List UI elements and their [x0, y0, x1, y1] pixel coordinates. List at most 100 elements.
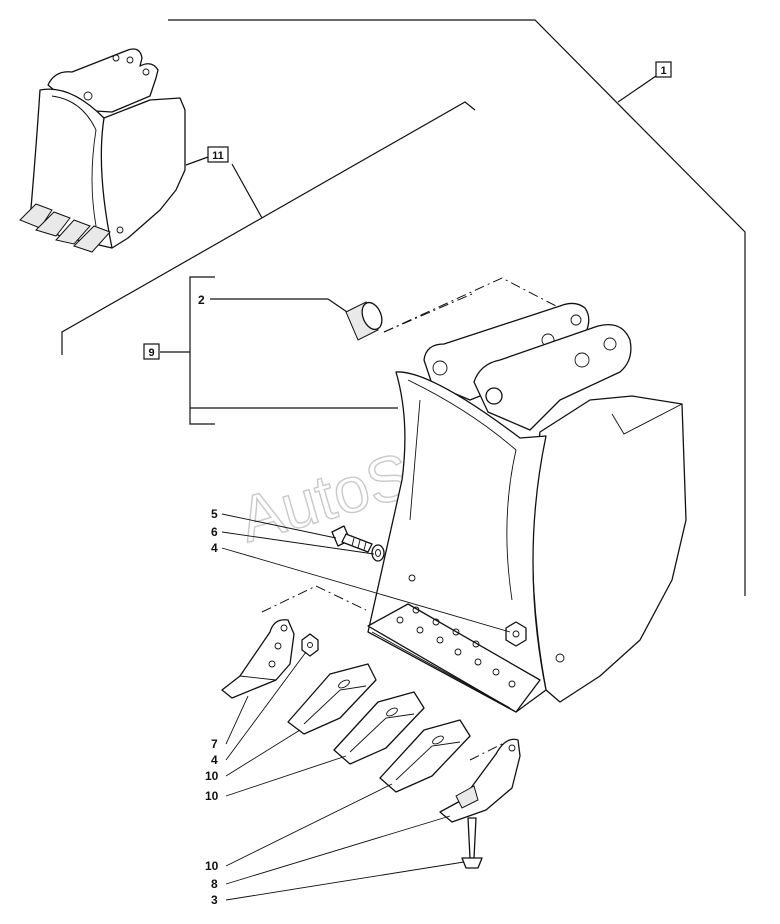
washer-hole: [375, 549, 381, 557]
assembly-leader: [617, 75, 657, 103]
alt-bolt: [116, 226, 124, 234]
assembly-bracket-line: [168, 19, 746, 596]
tooth-middle: [333, 691, 425, 765]
alt-bucket-callout: 11: [61, 101, 476, 355]
bolt-callout-label: 5: [211, 507, 218, 521]
bucket-side-plate: [531, 395, 687, 703]
tooth-a-callout-label: 10: [205, 769, 219, 783]
edge-hole-3: [436, 636, 444, 644]
side-cutter-right-shade: [455, 785, 479, 809]
edge-hole-7: [412, 606, 420, 614]
alt-tooth-3: [55, 219, 91, 245]
screw-leader: [225, 861, 465, 901]
side-cutter-right-callout-label: 8: [211, 877, 218, 891]
bolt-leader: [221, 513, 337, 539]
leader-lines: [221, 513, 511, 901]
alt-bucket-inner-curve: [51, 95, 97, 227]
tooth-c-leader: [225, 783, 393, 867]
washer: [371, 544, 385, 562]
alt-bucket-shell: [29, 88, 113, 249]
alt-pin-hole-2: [126, 56, 134, 64]
side-cutter-right: [439, 738, 521, 869]
side-cutter-left-hole-1: [280, 624, 288, 632]
bushing-callout-label: 2: [198, 293, 205, 307]
side-cutter-right-leader: [225, 815, 451, 885]
assembly-bracket: 1: [168, 19, 746, 596]
tooth-middle-ridge: [349, 713, 415, 753]
bucket-inner-curve: [407, 379, 517, 601]
bushing-part: 2: [198, 293, 383, 341]
bucket-front-arm: [473, 323, 632, 431]
edge-hole-1: [396, 616, 404, 624]
cutting-edge-holes: [396, 606, 516, 688]
bucket-inner-edge: [409, 399, 421, 521]
cutting-edge: [367, 603, 541, 713]
edge-hole-11: [508, 680, 516, 688]
tooth-lower-slot: [432, 735, 444, 745]
bolt-thread: [351, 537, 367, 551]
alt-bucket-side-plate: [96, 97, 186, 249]
main-bucket: [367, 302, 687, 713]
side-plate-notch: [611, 403, 683, 435]
tooth-upper: [287, 663, 377, 735]
front-arm-pin-hole: [485, 387, 503, 405]
callout-labels: 5 6 4 7 4 10 10 10 8 3: [205, 507, 219, 907]
side-cutter-leader: [225, 695, 249, 745]
front-arm-hole-2: [574, 352, 590, 368]
cutting-edge-line: [371, 631, 511, 709]
cutter-assembly-line: [261, 585, 367, 613]
tooth-middle-slot: [386, 707, 398, 717]
kit-bracket-line: [189, 276, 215, 425]
alt-pin-hole-1: [112, 54, 120, 62]
tooth-b-leader: [225, 755, 347, 797]
pin-assembly-line-2: [383, 293, 473, 333]
edge-hole-2: [416, 626, 424, 634]
alt-bucket-leader: [185, 156, 209, 166]
kit-bracket: 9: [143, 276, 398, 425]
shell-bolt-hole: [408, 574, 416, 582]
tooth-a-leader: [225, 729, 301, 777]
washer-leader: [221, 531, 375, 555]
side-cutter-left: [221, 619, 319, 699]
tooth-c-callout-label: 10: [205, 859, 219, 873]
tooth-upper-slot: [338, 679, 350, 689]
edge-hole-4: [454, 648, 462, 656]
edge-hole-8: [432, 618, 440, 626]
screw-head: [461, 857, 483, 869]
kit-callout-label: 9: [148, 347, 154, 359]
nut-upper-leader: [221, 547, 511, 633]
rear-arm-pin-hole: [432, 360, 448, 376]
alt-tooth-4: [73, 225, 111, 253]
edge-nut: [505, 621, 527, 647]
side-cutter-left-edge: [239, 675, 277, 681]
screw-callout-label: 3: [211, 893, 218, 907]
tooth-upper-ridge: [303, 685, 367, 725]
rear-arm-hole-3: [570, 314, 582, 326]
nut-upper-callout-label: 4: [211, 541, 218, 555]
side-cutter-right-hole: [508, 744, 516, 752]
side-cutter-nut: [301, 633, 319, 657]
edge-hole-5: [474, 658, 482, 666]
edge-nut-hole: [512, 630, 520, 638]
alt-bucket-bracket: [61, 101, 476, 355]
side-cutter-nut-hole: [307, 642, 313, 648]
pin-assembly-line: [383, 277, 557, 333]
nut-lower-callout-label: 4: [211, 753, 218, 767]
alt-tooth-2: [35, 211, 71, 237]
tooth-lower: [379, 719, 471, 793]
edge-hole-6: [492, 668, 500, 676]
side-plate-bolt: [555, 653, 565, 663]
assembly-callout-label: 1: [660, 65, 666, 77]
side-cutter-left-hole-2: [274, 642, 282, 650]
front-arm-hole-3: [603, 337, 617, 351]
side-cutter-left-body: [221, 619, 295, 699]
alternate-bucket: [19, 48, 186, 253]
screw-shank: [467, 817, 477, 859]
alt-bucket-leader-2: [231, 163, 263, 219]
tooth-b-callout-label: 10: [205, 789, 219, 803]
bolt-shank: [341, 533, 373, 553]
alt-bucket-callout-box: [207, 146, 229, 163]
alt-bucket-callout-label: 11: [212, 150, 224, 162]
